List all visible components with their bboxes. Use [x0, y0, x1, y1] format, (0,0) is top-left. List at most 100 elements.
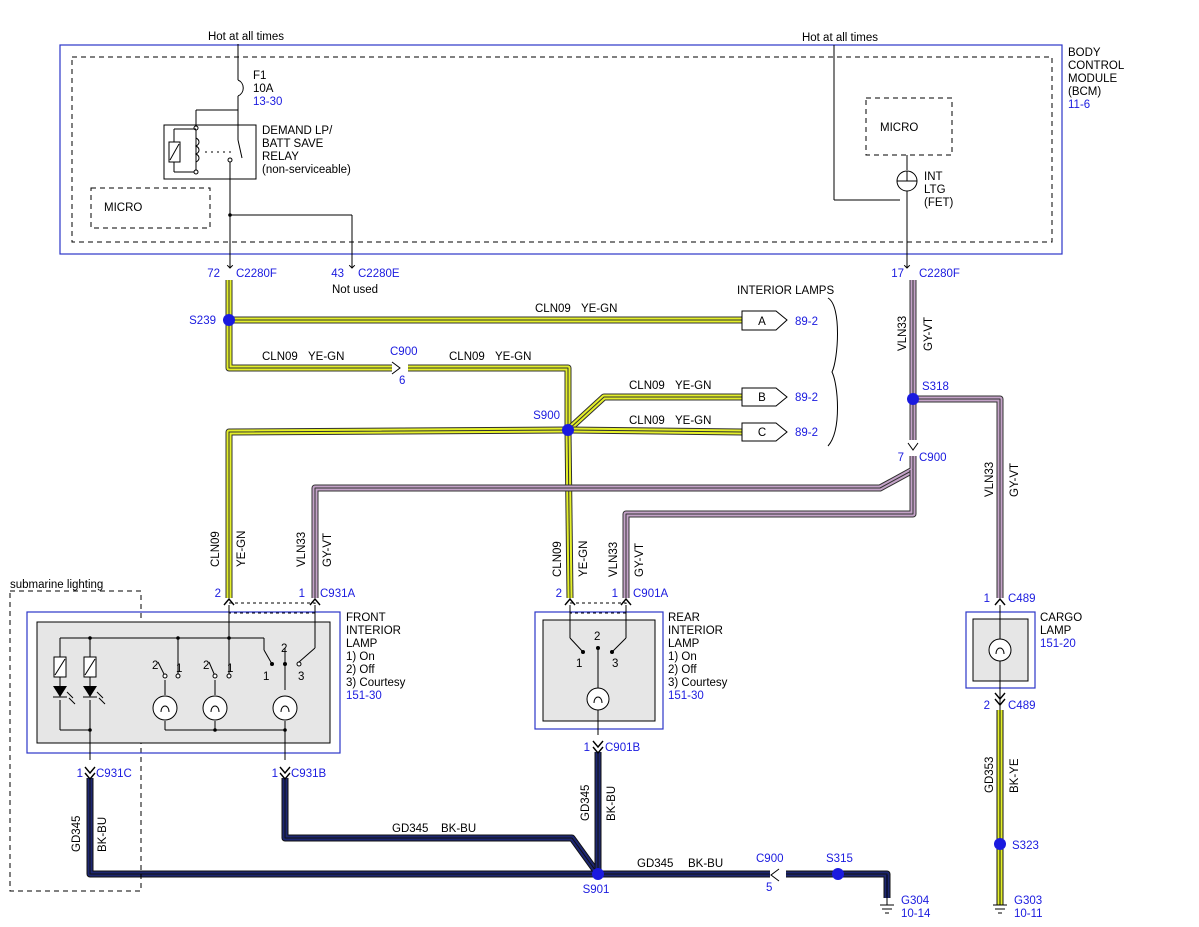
wire-vln33-c900-to-front-center [314, 456, 914, 598]
g303-page: 10-11 [1014, 908, 1043, 920]
interior-lamps-brace-icon [827, 297, 838, 447]
splice-s323-dot [994, 838, 1006, 850]
wire-label-cln09-rear: CLN09 [552, 541, 564, 577]
ref-c-flag-icon [741, 422, 788, 442]
int-ltg-2: LTG [924, 184, 946, 196]
wire-label-cln09-top: CLN09 [535, 303, 571, 315]
rear-sw-node-3 [610, 650, 614, 654]
relay-label-1: DEMAND LP/ [262, 125, 333, 137]
wire-label-bkbu-left: BK-BU [97, 817, 109, 852]
ref-b-flag-icon [741, 387, 788, 407]
micro-left-label: MICRO [104, 202, 142, 214]
front-sw-node-1 [162, 673, 168, 679]
splice-s315-dot [832, 868, 844, 880]
c931b-pin1: 1 [272, 768, 278, 780]
wire-label-gd345-right: GD345 [637, 858, 673, 870]
front-node-e [283, 728, 287, 732]
front-sw-label-1: 2 [152, 660, 158, 672]
wire-label-yegn-top: YE-GN [581, 303, 617, 315]
wire-label-gd353: GD353 [984, 757, 996, 793]
front-sw-node-7 [296, 661, 302, 667]
c900-bottom-pin5: 5 [766, 882, 772, 894]
front-sw-node-4 [226, 673, 232, 679]
c489-bottom-pin2: 2 [984, 700, 990, 712]
conn-c2280f-left: C2280F [236, 268, 277, 280]
wire-label-gd345-left: GD345 [71, 816, 83, 852]
relay-label-3: RELAY [262, 151, 299, 163]
front-sw-label-2: 1 [176, 663, 182, 675]
wire-label-bkbu-mid: BK-BU [441, 823, 476, 835]
pin-43: 43 [331, 268, 344, 280]
wire-label-yegn-s239: YE-GN [308, 351, 344, 363]
c931c-label: C931C [96, 768, 132, 780]
wires-bk-bu [86, 752, 891, 898]
wire-gd345-left [86, 778, 598, 878]
wire-cln09-s900-to-front-center [228, 429, 569, 598]
wire-gd345-front-center [284, 778, 599, 875]
front-node-f [213, 728, 217, 732]
c901a-pin1: 1 [612, 588, 618, 600]
front-lamp-title-3: LAMP [346, 638, 378, 650]
bcm-page-ref: 11-6 [1068, 99, 1090, 111]
wire-cln09-s900-to-rear-center [567, 429, 571, 599]
s323-label: S323 [1012, 840, 1039, 852]
wire-cln09-s900-to-c-center [567, 429, 743, 433]
rear-lamp-outline [534, 611, 664, 730]
c900-mid-arrow-icon [907, 442, 919, 451]
pin-arrows [84, 597, 1006, 781]
conn-c2280e: C2280E [358, 268, 400, 280]
splice-s900-dot [562, 424, 574, 436]
s318-label: S318 [922, 381, 949, 393]
ref-c-page: 89-2 [795, 427, 818, 439]
front-lamp-title-2: INTERIOR [346, 625, 401, 637]
fuse-f1-symbol [237, 79, 244, 97]
rear-lamp-title-1: REAR [668, 612, 700, 624]
wire-vln33-c900-to-rear-center [625, 470, 914, 598]
front-sw-label-4: 1 [227, 663, 233, 675]
c900-top-arrow-icon [391, 361, 401, 375]
c931c-pin1: 1 [77, 768, 83, 780]
wire-label-gyvt-rear: GY-VT [634, 543, 646, 577]
g303-label: G303 [1014, 895, 1042, 907]
rear-lamp-texts: REAR INTERIOR LAMP 1) On 2) Off 3) Court… [668, 612, 728, 702]
bcm-name-3: MODULE [1068, 73, 1118, 85]
c901b-pin1: 1 [584, 742, 590, 754]
c489-bottom-label: C489 [1008, 700, 1036, 712]
front-lamp-page: 151-30 [346, 690, 382, 702]
wire-label-vln33-cargo: VLN33 [984, 462, 996, 497]
ref-a-page: 89-2 [795, 316, 818, 328]
wire-label-yegn-b: YE-GN [675, 380, 711, 392]
front-sw-label-5: 2 [281, 643, 287, 655]
relay-contact-arm [237, 139, 243, 159]
int-ltg-1: INT [924, 171, 943, 183]
wire-label-cln09-b: CLN09 [629, 380, 665, 392]
wire-vln33-s318-to-cargo [913, 395, 1004, 598]
c900-top-pin6: 6 [399, 375, 405, 387]
wire-label-yegn-front: YE-GN [236, 531, 248, 567]
splice-s901-dot [592, 868, 604, 880]
wire-gd345-left-core [87, 778, 598, 877]
front-lamp-outline [26, 611, 341, 754]
not-used-label: Not used [332, 284, 378, 296]
led-resistor-2-icon [83, 656, 97, 678]
wire-label-yegn-c: YE-GN [675, 415, 711, 427]
front-node-d [88, 728, 92, 732]
splice-s239-dot [223, 314, 235, 326]
c489-top-pin1: 1 [984, 593, 990, 605]
c931a-label: C931A [320, 588, 355, 600]
wire-label-vln33-rear: VLN33 [608, 542, 620, 577]
hot-at-all-times-left: Hot at all times [208, 31, 284, 43]
rear-sw-node-1 [581, 650, 585, 654]
relay-label-4: (non-serviceable) [262, 164, 351, 176]
front-bulb-3-icon [272, 695, 298, 721]
cargo-lamp-page: 151-20 [1040, 638, 1076, 650]
led-resistor-1-icon [53, 656, 67, 678]
c900-top-label: C900 [390, 346, 418, 358]
wire-gd345-left-center [89, 778, 598, 875]
wire-cln09-s239-to-a [225, 280, 742, 324]
wire-label-yegn-c900: YE-GN [495, 351, 531, 363]
front-lamp-body [36, 621, 331, 744]
front-node-b [176, 636, 180, 640]
relay-coil-icon [194, 137, 200, 163]
